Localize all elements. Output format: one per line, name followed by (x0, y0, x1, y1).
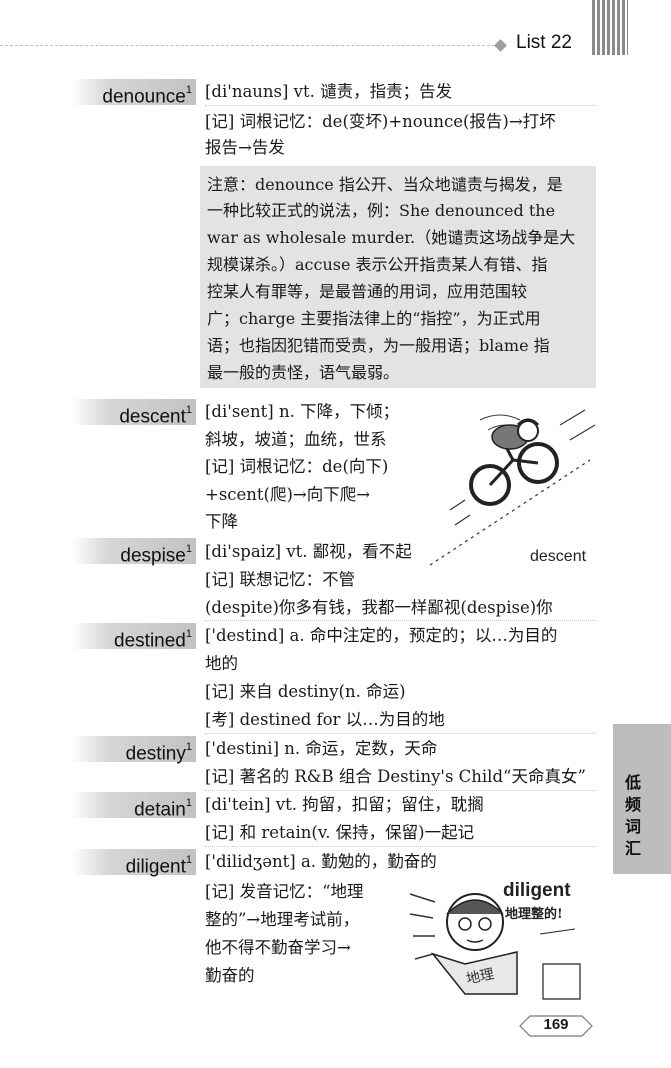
headword-despise: despise1 (71, 538, 196, 567)
dotted-separator (205, 620, 595, 621)
entry-line: [记] 联想记忆：不管 (205, 570, 356, 589)
note-line: 注意：denounce 指公开、当众地谴责与揭发，是 (207, 175, 563, 194)
headword-text: denounce (102, 86, 186, 108)
side-tab-label: 低频词汇 (624, 773, 641, 858)
entry-line: 地的 (205, 654, 238, 673)
note-line: 广；charge 主要指法律上的“指控”，为正式用 (207, 309, 541, 328)
entry-line: [记] 著名的 R&B 组合 Destiny's Child“天命真女” (205, 767, 586, 786)
note-line: 一种比较正式的说法，例：She denounced the (207, 201, 556, 220)
entry-line: 下降 (205, 512, 238, 531)
headword-text: diligent (125, 856, 186, 878)
entry-line: ['destind] a. 命中注定的，预定的；以…为目的 (205, 626, 558, 645)
usage-note-box (200, 166, 596, 388)
entry-line: (despite)你多有钱，我都一样鄙视(despise)你 (205, 598, 553, 617)
frequency-mark: 1 (185, 84, 192, 96)
note-line: 控某人有罪等，是最普通的用词，应用范围较 (207, 282, 528, 301)
entry-line: [记] 词根记忆：de(变坏)+nounce(报告)→打坏 (205, 112, 556, 131)
entry-line: [考] destined for 以…为目的地 (205, 710, 445, 729)
entry-line: ['dilidʒənt] a. 勤勉的，勤奋的 (205, 852, 437, 871)
entry-line: [di'sent] n. 下降，下倾； (205, 402, 400, 421)
thumb-index-barcode-icon (592, 0, 628, 55)
headword-text: despise (120, 545, 186, 567)
entry-line: 整的”→地理考试前， (205, 910, 360, 929)
note-line: 最一般的责怪，语气最弱。 (207, 363, 400, 382)
descent-illustration-caption: descent (530, 548, 587, 565)
dotted-separator (205, 733, 595, 734)
diligent-illustration-caption: diligent (503, 880, 571, 901)
headword-detain: detain1 (71, 792, 196, 821)
frequency-mark: 1 (185, 854, 192, 866)
entry-line: 报告→告发 (205, 138, 285, 157)
entry-line: 斜坡，坡道；血统，世系 (205, 430, 387, 449)
entry-line: +scent(爬)→向下爬→ (205, 485, 371, 504)
frequency-mark: 1 (185, 404, 192, 416)
diligent-student-illustration (409, 893, 581, 1000)
entry-line: [记] 来自 destiny(n. 命运) (205, 682, 406, 701)
entry-line: [di'tein] vt. 拘留，扣留；留住，耽搁 (205, 795, 484, 814)
list-title: List 22 (516, 32, 572, 53)
headword-destiny: destiny1 (71, 736, 196, 765)
entry-line: [di'spaiz] vt. 鄙视，看不起 (205, 542, 412, 561)
frequency-mark: 1 (185, 797, 192, 809)
side-tab (613, 724, 671, 874)
headword-text: destined (114, 630, 186, 652)
headword-denounce: denounce1 (71, 79, 196, 108)
entry-line: [记] 词根记忆：de(向下) (205, 457, 389, 476)
headword-text: destiny (125, 743, 186, 765)
dotted-separator (205, 105, 595, 106)
headword-destined: destined1 (71, 623, 196, 652)
diligent-speech-bubble: 地理整的! (505, 907, 563, 922)
entry-line: [记] 发音记忆：“地理 (205, 882, 364, 901)
header-diamond-icon (494, 39, 507, 52)
header-rule (0, 45, 500, 46)
page-number: 169 (543, 1016, 569, 1033)
headword-descent: descent1 (71, 399, 196, 428)
note-line: 语；也指因犯错而受责，为一般用语；blame 指 (207, 336, 550, 355)
entry-line: [di'nauns] vt. 谴责，指责；告发 (205, 82, 453, 101)
page-number-badge: 169 (518, 1012, 594, 1040)
frequency-mark: 1 (185, 741, 192, 753)
dotted-separator (205, 846, 595, 847)
headword-text: descent (119, 406, 186, 428)
entry-line: ['destini] n. 命运，定数，天命 (205, 739, 438, 758)
entry-line: [记] 和 retain(v. 保持，保留)一起记 (205, 823, 475, 842)
note-line: 规模谋杀。）accuse 表示公开指责某人有错、指 (207, 255, 548, 274)
headword-text: detain (134, 799, 186, 821)
entry-line: 勤奋的 (205, 966, 255, 985)
descent-cyclist-illustration (429, 409, 596, 566)
note-line: war as wholesale murder.（她谴责这场战争是大 (207, 228, 576, 247)
dotted-separator (205, 790, 595, 791)
frequency-mark: 1 (185, 543, 192, 555)
entry-line: 他不得不勤奋学习→ (205, 938, 351, 957)
frequency-mark: 1 (185, 628, 192, 640)
headword-diligent: diligent1 (71, 849, 196, 878)
